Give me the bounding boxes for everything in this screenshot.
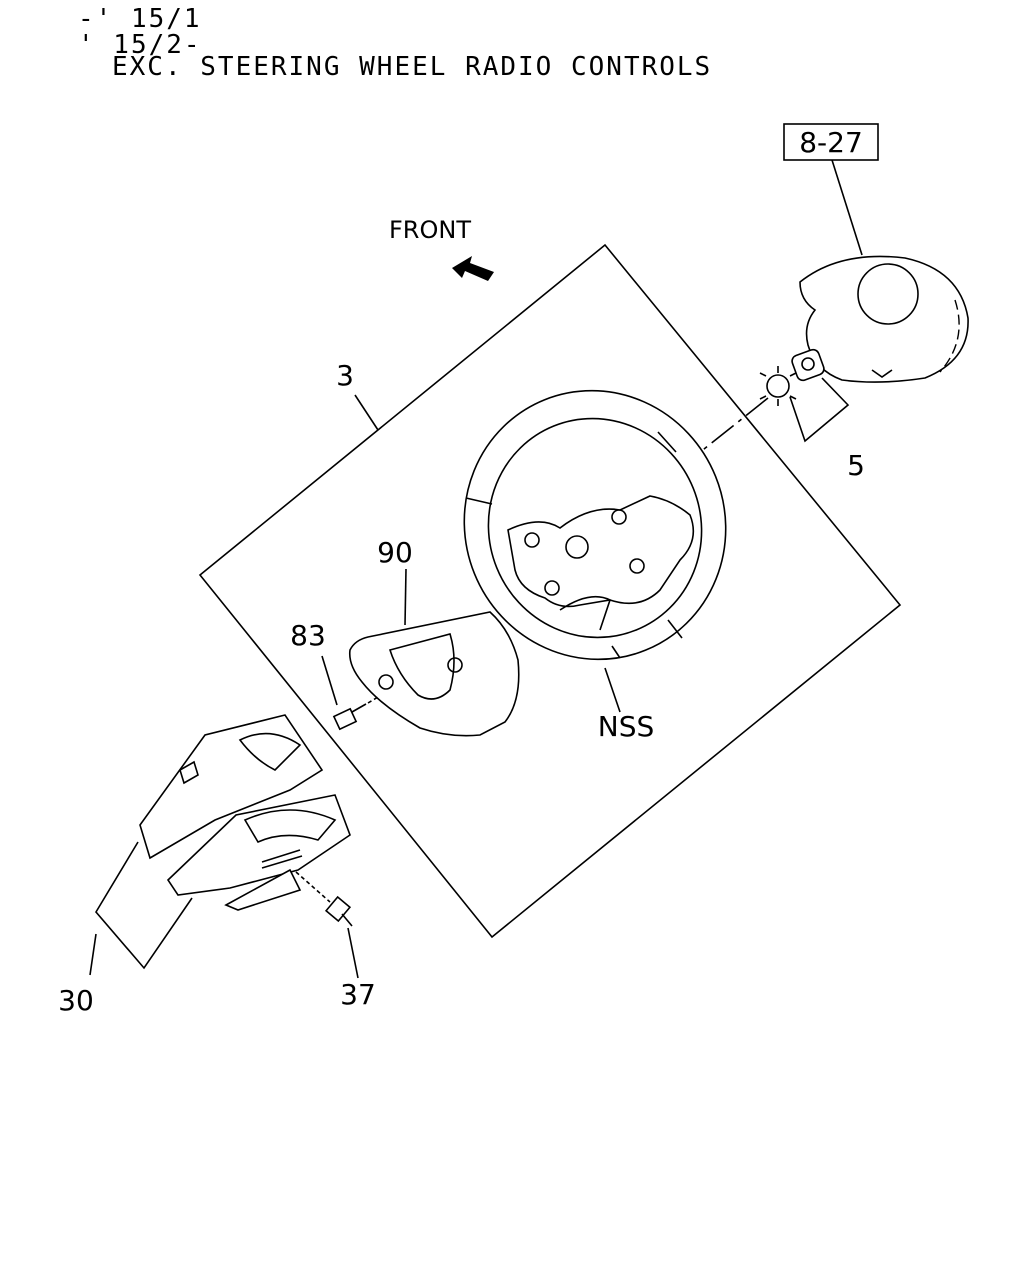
- spoke-lower: [559, 595, 611, 631]
- part-83-screw[interactable]: [332, 696, 379, 731]
- hub-bolt-3: [611, 509, 627, 525]
- header-line-2: ' 15/2-: [78, 30, 202, 60]
- wheel-hub: [507, 495, 695, 608]
- part-83-leader: [321, 655, 338, 706]
- part-30-label: 30: [58, 984, 94, 1017]
- airbag-module[interactable]: [799, 255, 969, 383]
- wheel-rim-inner: [487, 417, 703, 639]
- rim-seams: [465, 431, 683, 659]
- front-arrow-icon: [452, 256, 494, 281]
- airbag-cover: [799, 255, 969, 383]
- washer-teeth: [759, 366, 797, 406]
- hub-bolt-1: [524, 532, 540, 548]
- hub-center: [565, 535, 589, 559]
- lower-cover-opening: [388, 633, 455, 700]
- part-5-label: 5: [847, 449, 865, 482]
- part-37-label: 37: [340, 978, 376, 1011]
- part-30-bracket: [95, 841, 193, 970]
- screw-head: [332, 707, 358, 731]
- screw-37-head: [324, 895, 352, 923]
- reference-leader: [831, 159, 863, 256]
- part-37-screw[interactable]: [295, 871, 353, 927]
- hub-bolt-4: [629, 558, 645, 574]
- airbag-emblem: [857, 263, 919, 325]
- part-37-leader: [347, 927, 359, 979]
- header-line-3: EXC. STEERING WHEEL RADIO CONTROLS: [112, 52, 713, 82]
- header-block: -' 15/1 ' 15/2- EXC. STEERING WHEEL RADI…: [0, 0, 1024, 90]
- screw-axis: [367, 696, 379, 704]
- screw-37-axis: [295, 871, 331, 903]
- reference-box[interactable]: 8-27: [783, 123, 879, 161]
- upper-cover-notch: [238, 732, 302, 771]
- part-5-bracket: [789, 377, 850, 443]
- part-3-leader: [354, 394, 379, 431]
- lower-cover-tab: [224, 868, 302, 911]
- lower-cover-body: [348, 611, 520, 737]
- cover-screw-hole-1: [378, 674, 394, 690]
- steering-wheel[interactable]: [424, 351, 766, 699]
- screw-shank: [351, 703, 367, 713]
- lower-cover-ribs: [261, 849, 303, 869]
- part-83-label: 83: [290, 619, 326, 652]
- upper-cover-slot: [179, 760, 199, 785]
- part-30-column-cover[interactable]: [139, 714, 351, 911]
- part-90-label: 90: [377, 536, 413, 569]
- nss-label: NSS: [598, 710, 655, 743]
- reference-label: 8-27: [799, 126, 863, 159]
- lock-washer: [766, 374, 790, 398]
- part-30-leader: [89, 933, 97, 976]
- part-90-cover[interactable]: [348, 611, 520, 737]
- airbag-edge: [939, 299, 960, 373]
- screw-37-shank: [341, 913, 353, 927]
- upper-column-cover: [139, 714, 324, 860]
- airbag-tab: [871, 369, 893, 378]
- nss-leader: [604, 667, 621, 713]
- part-5-group[interactable]: [759, 348, 850, 443]
- lower-column-cover: [166, 794, 351, 896]
- hub-bolt-2: [544, 580, 560, 596]
- assembly-frame: [198, 243, 902, 939]
- hex-nut: [791, 348, 825, 382]
- front-label: FRONT: [389, 216, 471, 244]
- reference-frame: [783, 123, 879, 161]
- cover-screw-hole-2: [447, 657, 463, 673]
- nut-hole: [801, 357, 815, 371]
- part-90-leader: [404, 568, 407, 626]
- part-3-label: 3: [336, 359, 354, 392]
- lower-cover-recess: [243, 809, 337, 844]
- header-line-1: -' 15/1: [78, 4, 202, 34]
